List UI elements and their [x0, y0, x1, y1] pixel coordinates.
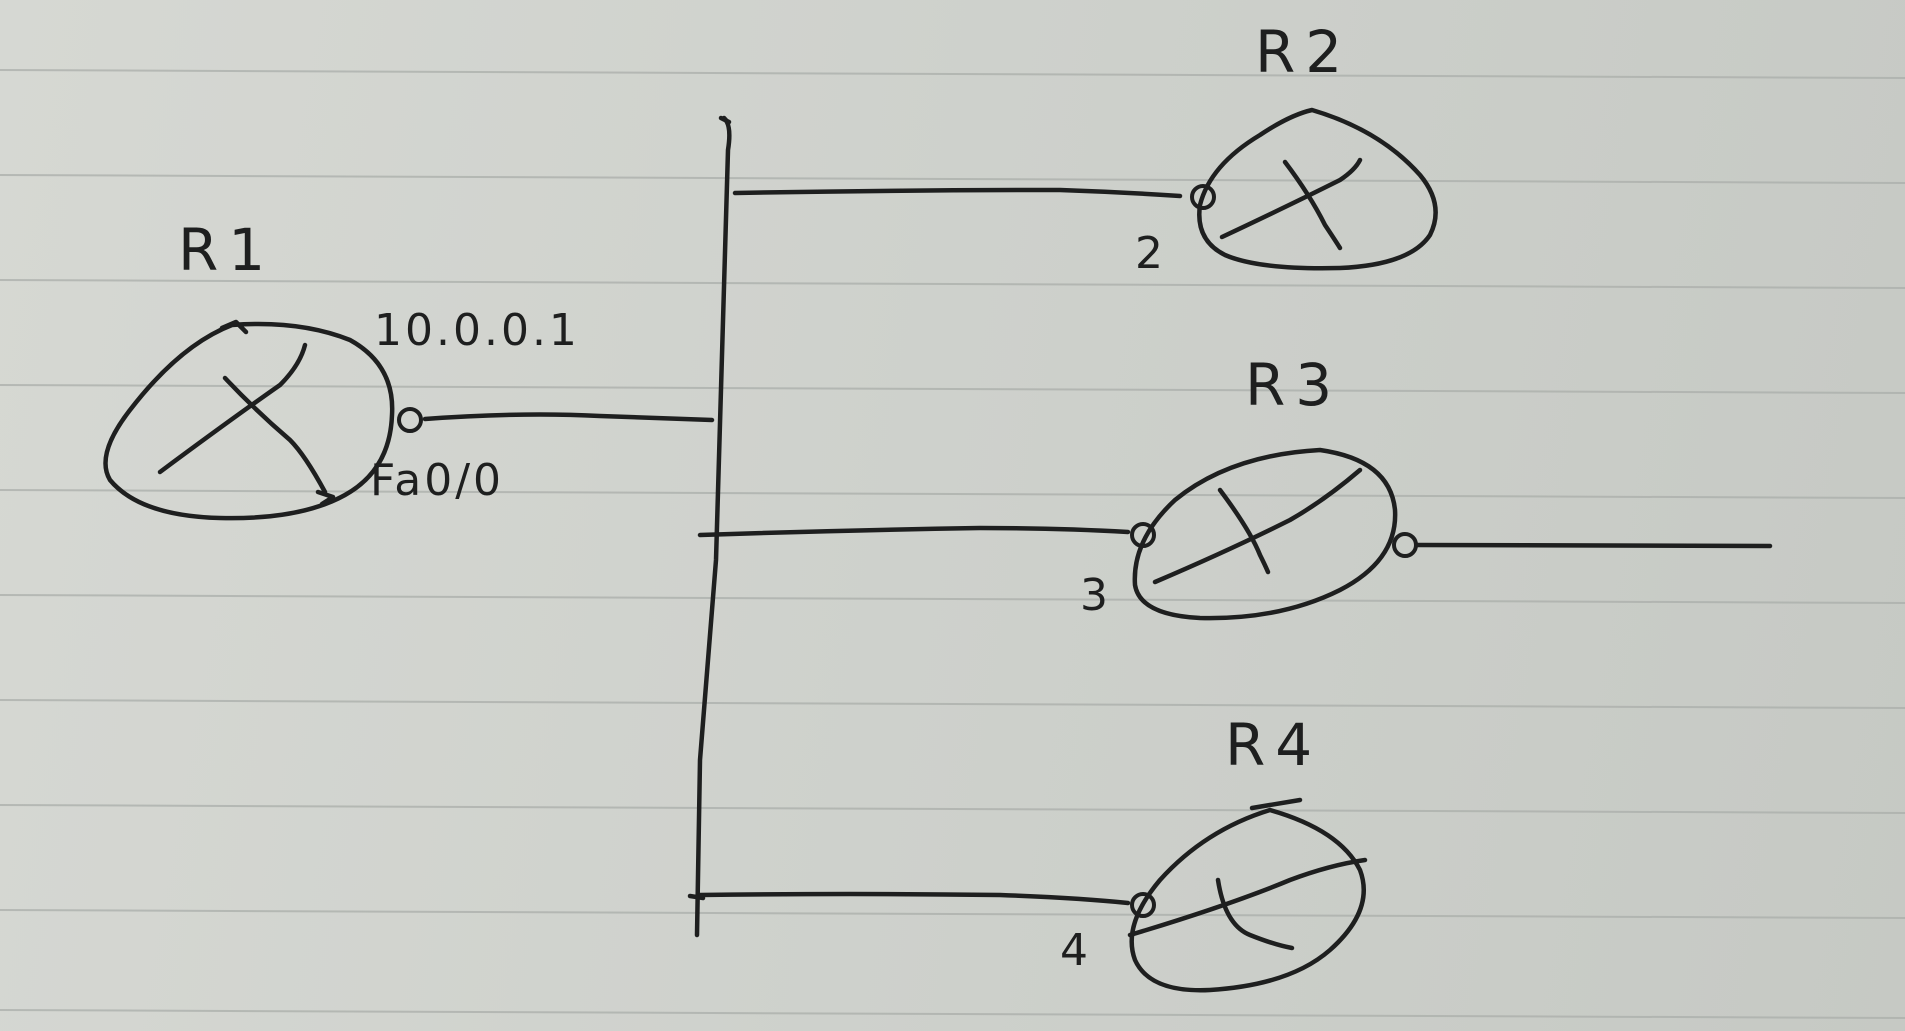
- router-r4-x-icon: [1127, 857, 1368, 951]
- router-r2-x-icon: [1219, 157, 1363, 251]
- router-r3-port-right: [1392, 532, 1418, 558]
- router-r3-port-label: 3: [1080, 570, 1108, 621]
- router-r3-label: R3: [1245, 351, 1342, 419]
- router-r1-label: R1: [178, 216, 275, 284]
- router-r1-body: [103, 321, 395, 521]
- bus-to-r3-link: [697, 525, 1131, 538]
- r1-interface-label: Fa0/0: [370, 455, 504, 506]
- shared-bus-line: [694, 115, 732, 938]
- router-r2: [1197, 107, 1438, 271]
- router-r2-port: [1190, 184, 1216, 210]
- r3-external-link: [1415, 542, 1773, 549]
- router-r4: [1127, 797, 1368, 993]
- router-r1-x-icon: [157, 342, 328, 495]
- router-r2-port-label: 2: [1135, 228, 1163, 279]
- router-r1-port: [397, 407, 423, 433]
- bus-to-r4-link: [697, 891, 1131, 906]
- router-r1-arrow-icon: [219, 319, 336, 507]
- router-r2-label: R2: [1255, 18, 1352, 86]
- router-r1: [103, 319, 395, 521]
- ruled-lines: [0, 69, 1905, 1019]
- bus-to-r2-link: [732, 187, 1183, 199]
- router-r4-port-label: 4: [1060, 925, 1088, 976]
- router-r3-body: [1132, 447, 1398, 621]
- r1-ip-address-label: 10.0.0.1: [374, 305, 580, 356]
- router-r4-body: [1129, 807, 1366, 993]
- r1-link-to-bus: [422, 412, 715, 423]
- bus-top-tick: [718, 115, 732, 125]
- bus-bottom-tick: [687, 893, 706, 901]
- router-r3: [1132, 447, 1398, 621]
- router-r2-body: [1197, 107, 1438, 271]
- router-r4-arrow-icon: [1249, 797, 1303, 811]
- router-r4-port: [1130, 892, 1156, 918]
- router-r3-x-icon: [1152, 467, 1363, 585]
- router-r4-label: R4: [1225, 711, 1322, 779]
